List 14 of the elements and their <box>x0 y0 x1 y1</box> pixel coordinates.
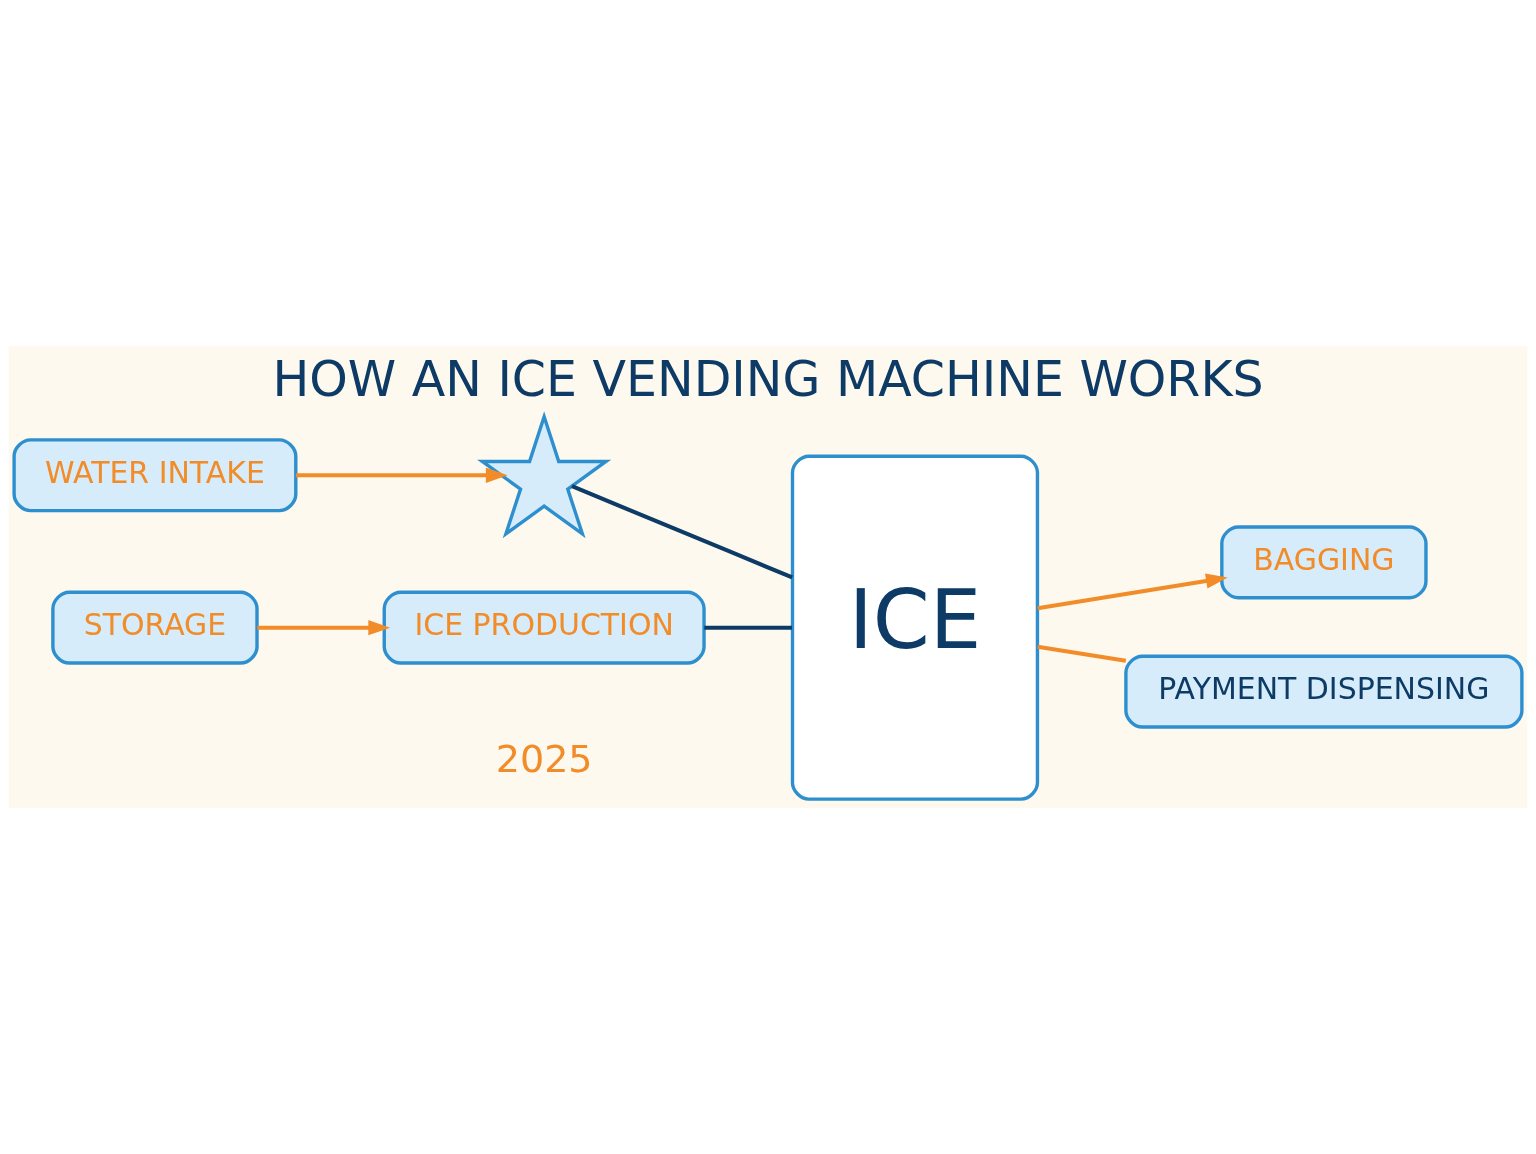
arrow <box>295 467 508 483</box>
arrow <box>1037 573 1228 611</box>
node-box: ICE <box>790 454 1040 801</box>
connector <box>704 625 792 630</box>
node-picture <box>477 411 612 539</box>
connector <box>1037 644 1127 663</box>
label: 2025 <box>495 736 593 781</box>
node-box: ICE PRODUCTION <box>382 590 706 665</box>
arrow <box>257 620 391 636</box>
node-box: BAGGING <box>1220 525 1428 600</box>
node-box: PAYMENT DISPENSING <box>1124 654 1524 729</box>
node-box: WATER INTAKE <box>12 438 298 513</box>
node-box: STORAGE <box>51 590 259 665</box>
diagram-title: HOW AN ICE VENDING MACHINE WORKS <box>272 351 1264 409</box>
